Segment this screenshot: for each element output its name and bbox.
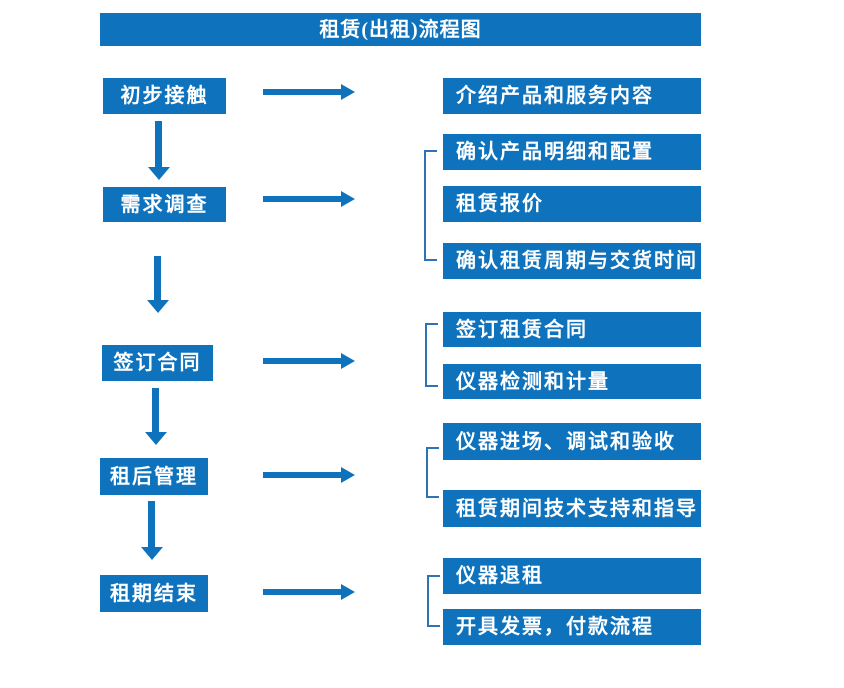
right-arrow-icon (263, 467, 355, 483)
detail-box-instrument-return: 仪器退租 (443, 558, 701, 594)
arrow-shaft (263, 89, 342, 95)
arrow-head (141, 547, 163, 560)
group-bracket-post-rental (426, 447, 439, 498)
detail-box-technical-support: 租赁期间技术支持和指导 (443, 490, 701, 527)
arrow-shaft (263, 196, 342, 202)
down-arrow-icon (145, 388, 167, 445)
detail-box-invoice-payment: 开具发票，付款流程 (443, 609, 701, 645)
flowchart-title: 租赁(出租)流程图 (100, 13, 701, 46)
arrow-shaft (155, 121, 162, 167)
step-box-initial-contact: 初步接触 (103, 78, 226, 114)
right-arrow-icon (263, 84, 355, 100)
arrow-head (147, 300, 169, 313)
step-box-rental-end: 租期结束 (100, 575, 208, 612)
detail-box-sign-rental-contract: 签订租赁合同 (443, 312, 701, 347)
step-box-demand-survey: 需求调查 (103, 187, 226, 222)
group-bracket-sign-contract (425, 323, 438, 387)
detail-box-instrument-entry-acceptance: 仪器进场、调试和验收 (443, 423, 701, 460)
right-arrow-icon (263, 584, 355, 600)
arrow-shaft (263, 589, 342, 595)
arrow-head (341, 191, 355, 207)
arrow-head (341, 584, 355, 600)
down-arrow-icon (141, 501, 163, 560)
detail-box-confirm-period-delivery: 确认租赁周期与交货时间 (443, 243, 701, 279)
arrow-shaft (263, 472, 342, 478)
arrow-shaft (148, 501, 155, 547)
arrow-shaft (263, 358, 342, 364)
group-bracket-rental-end (427, 575, 440, 627)
arrow-shaft (154, 256, 161, 300)
arrow-head (148, 167, 170, 180)
detail-box-rental-quotation: 租赁报价 (443, 186, 701, 222)
group-bracket-demand-survey (424, 150, 437, 261)
right-arrow-icon (263, 191, 355, 207)
arrow-head (341, 467, 355, 483)
arrow-head (341, 353, 355, 369)
detail-box-instrument-testing: 仪器检测和计量 (443, 364, 701, 399)
down-arrow-icon (148, 121, 170, 180)
arrow-head (341, 84, 355, 100)
step-box-sign-contract: 签订合同 (102, 345, 213, 381)
detail-box-introduce-products: 介绍产品和服务内容 (443, 78, 701, 114)
right-arrow-icon (263, 353, 355, 369)
arrow-shaft (152, 388, 159, 432)
step-box-post-rental-management: 租后管理 (100, 458, 208, 495)
detail-box-confirm-product-config: 确认产品明细和配置 (443, 134, 701, 170)
arrow-head (145, 432, 167, 445)
down-arrow-icon (147, 256, 169, 313)
